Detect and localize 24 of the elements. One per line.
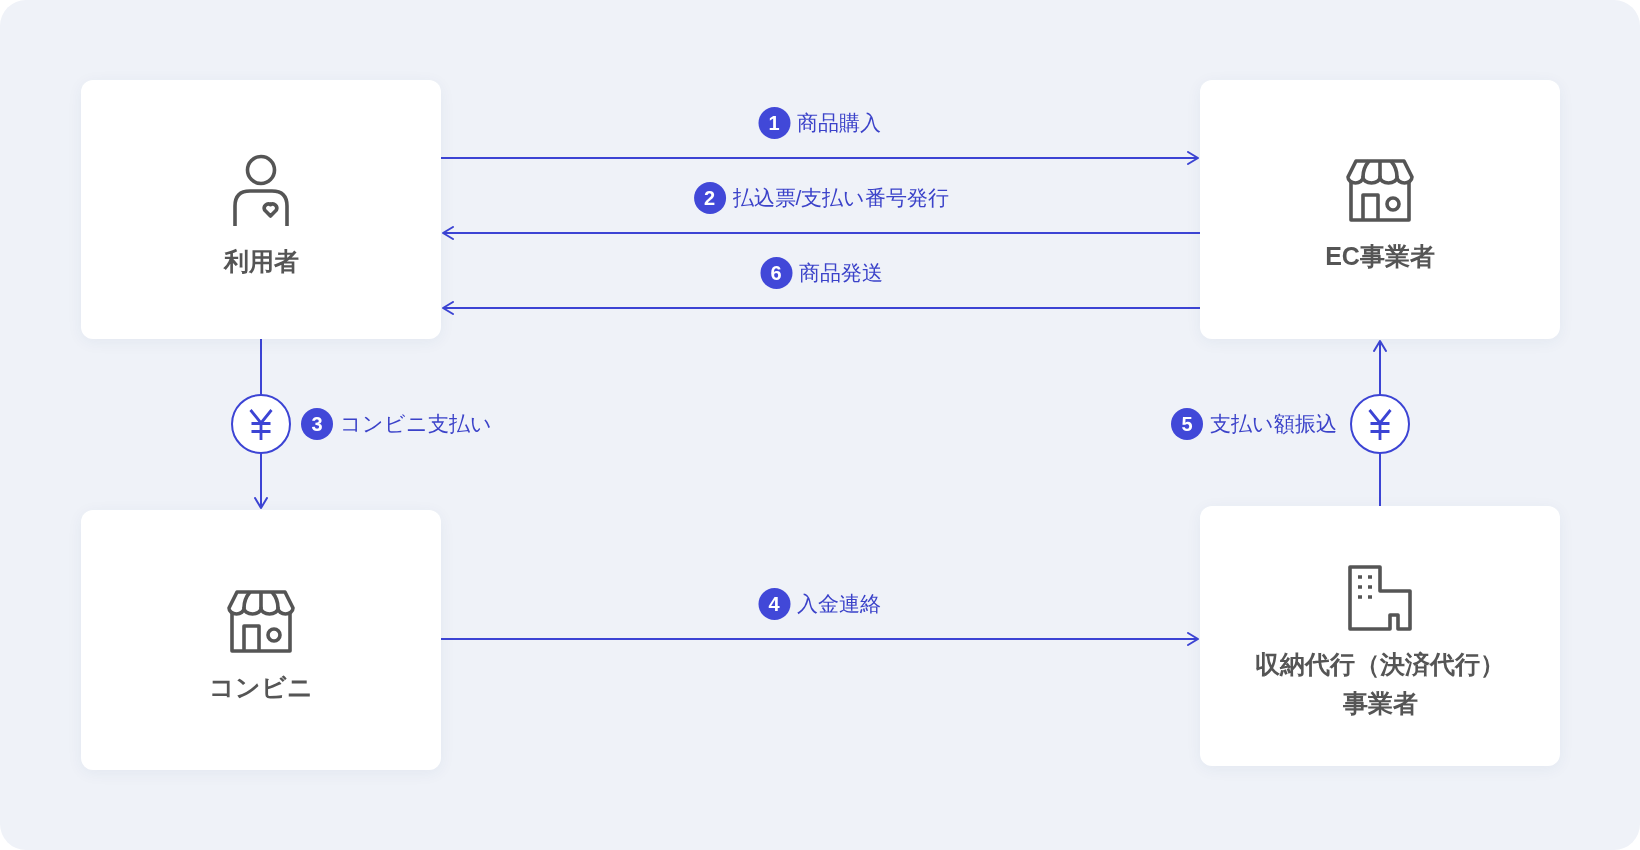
edge-label: コンビニ支払い (340, 410, 492, 437)
arrow (440, 151, 1199, 165)
entity-card (1200, 80, 1560, 339)
step-number-badge: 4 (758, 588, 790, 620)
edge-label: 商品購入 (797, 109, 881, 136)
node-label: 利用者 (223, 246, 299, 277)
node-label: コンビニ (209, 671, 313, 703)
step-number-badge: 3 (301, 408, 333, 440)
arrow (440, 632, 1199, 646)
edge-label: 支払い額振込 (1210, 410, 1337, 437)
arrow (442, 226, 1201, 240)
step-number-badge: 1 (758, 107, 790, 139)
edge-label: 入金連絡 (797, 590, 881, 617)
node-label: 収納代行（決済代行）事業者 (1254, 649, 1506, 719)
entity-card (81, 80, 441, 339)
edge-label: 商品発送 (799, 259, 883, 286)
step-number-badge: 5 (1171, 408, 1203, 440)
step-number-badge: 6 (760, 257, 792, 289)
step-number-badge: 2 (693, 182, 726, 214)
entity-card (1200, 506, 1560, 766)
entity-card (81, 510, 441, 770)
edge-label: 払込票/支払い番号発行 (732, 184, 950, 211)
node-label: EC事業者 (1325, 241, 1435, 272)
arrow (442, 301, 1201, 315)
